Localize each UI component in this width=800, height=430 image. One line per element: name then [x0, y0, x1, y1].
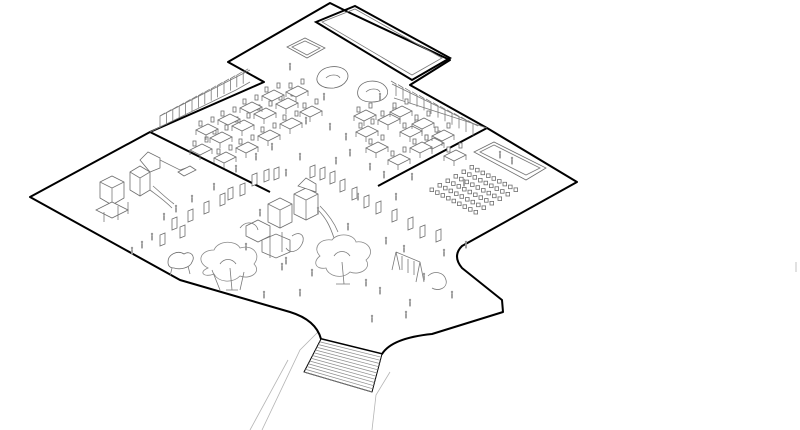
entrance-stairs [303, 338, 383, 393]
top-room [313, 4, 453, 82]
swing-set [391, 251, 447, 290]
animal-sculpture [167, 252, 194, 277]
play-structure-center [239, 177, 339, 259]
classroom-desks-right [353, 98, 467, 170]
wall-right [377, 127, 488, 187]
classroom-desks-left [189, 78, 323, 168]
lockers-left [159, 68, 251, 128]
blob-sculptures [316, 66, 389, 103]
wall-left [149, 131, 271, 193]
floor-outline [29, 2, 578, 355]
tree-left [200, 241, 258, 291]
display-panels [159, 164, 442, 247]
lockers-right [390, 80, 479, 136]
small-box [286, 37, 326, 59]
tree-right [315, 234, 371, 285]
seating-room [429, 141, 547, 215]
seating-rows [429, 165, 518, 215]
play-structure-left [95, 151, 197, 222]
people [130, 62, 514, 323]
ground-lines [249, 329, 391, 430]
